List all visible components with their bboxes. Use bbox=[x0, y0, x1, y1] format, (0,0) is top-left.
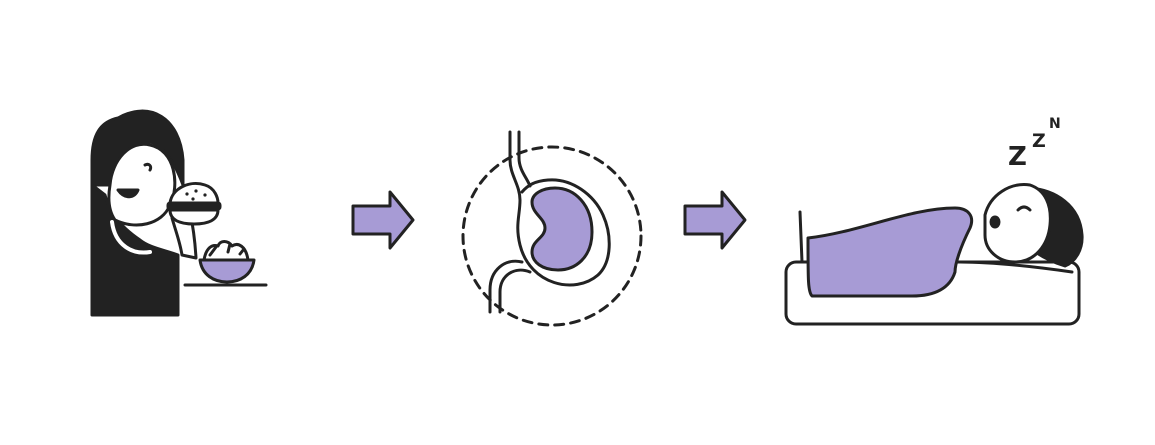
right-arrow-icon bbox=[351, 190, 415, 250]
salad-bowl-icon bbox=[198, 240, 256, 284]
stomach-icon bbox=[461, 130, 643, 327]
burger-icon bbox=[166, 182, 222, 226]
zz-medium: Z bbox=[1032, 130, 1046, 152]
zz-small: N bbox=[1049, 116, 1061, 132]
sleep-zzz-icon: Z Z N bbox=[1008, 116, 1061, 172]
person-eating-burger-icon bbox=[90, 109, 268, 317]
person-sleeping-icon bbox=[784, 183, 1084, 326]
right-arrow-icon bbox=[683, 190, 747, 250]
zz-large: Z bbox=[1008, 142, 1027, 172]
